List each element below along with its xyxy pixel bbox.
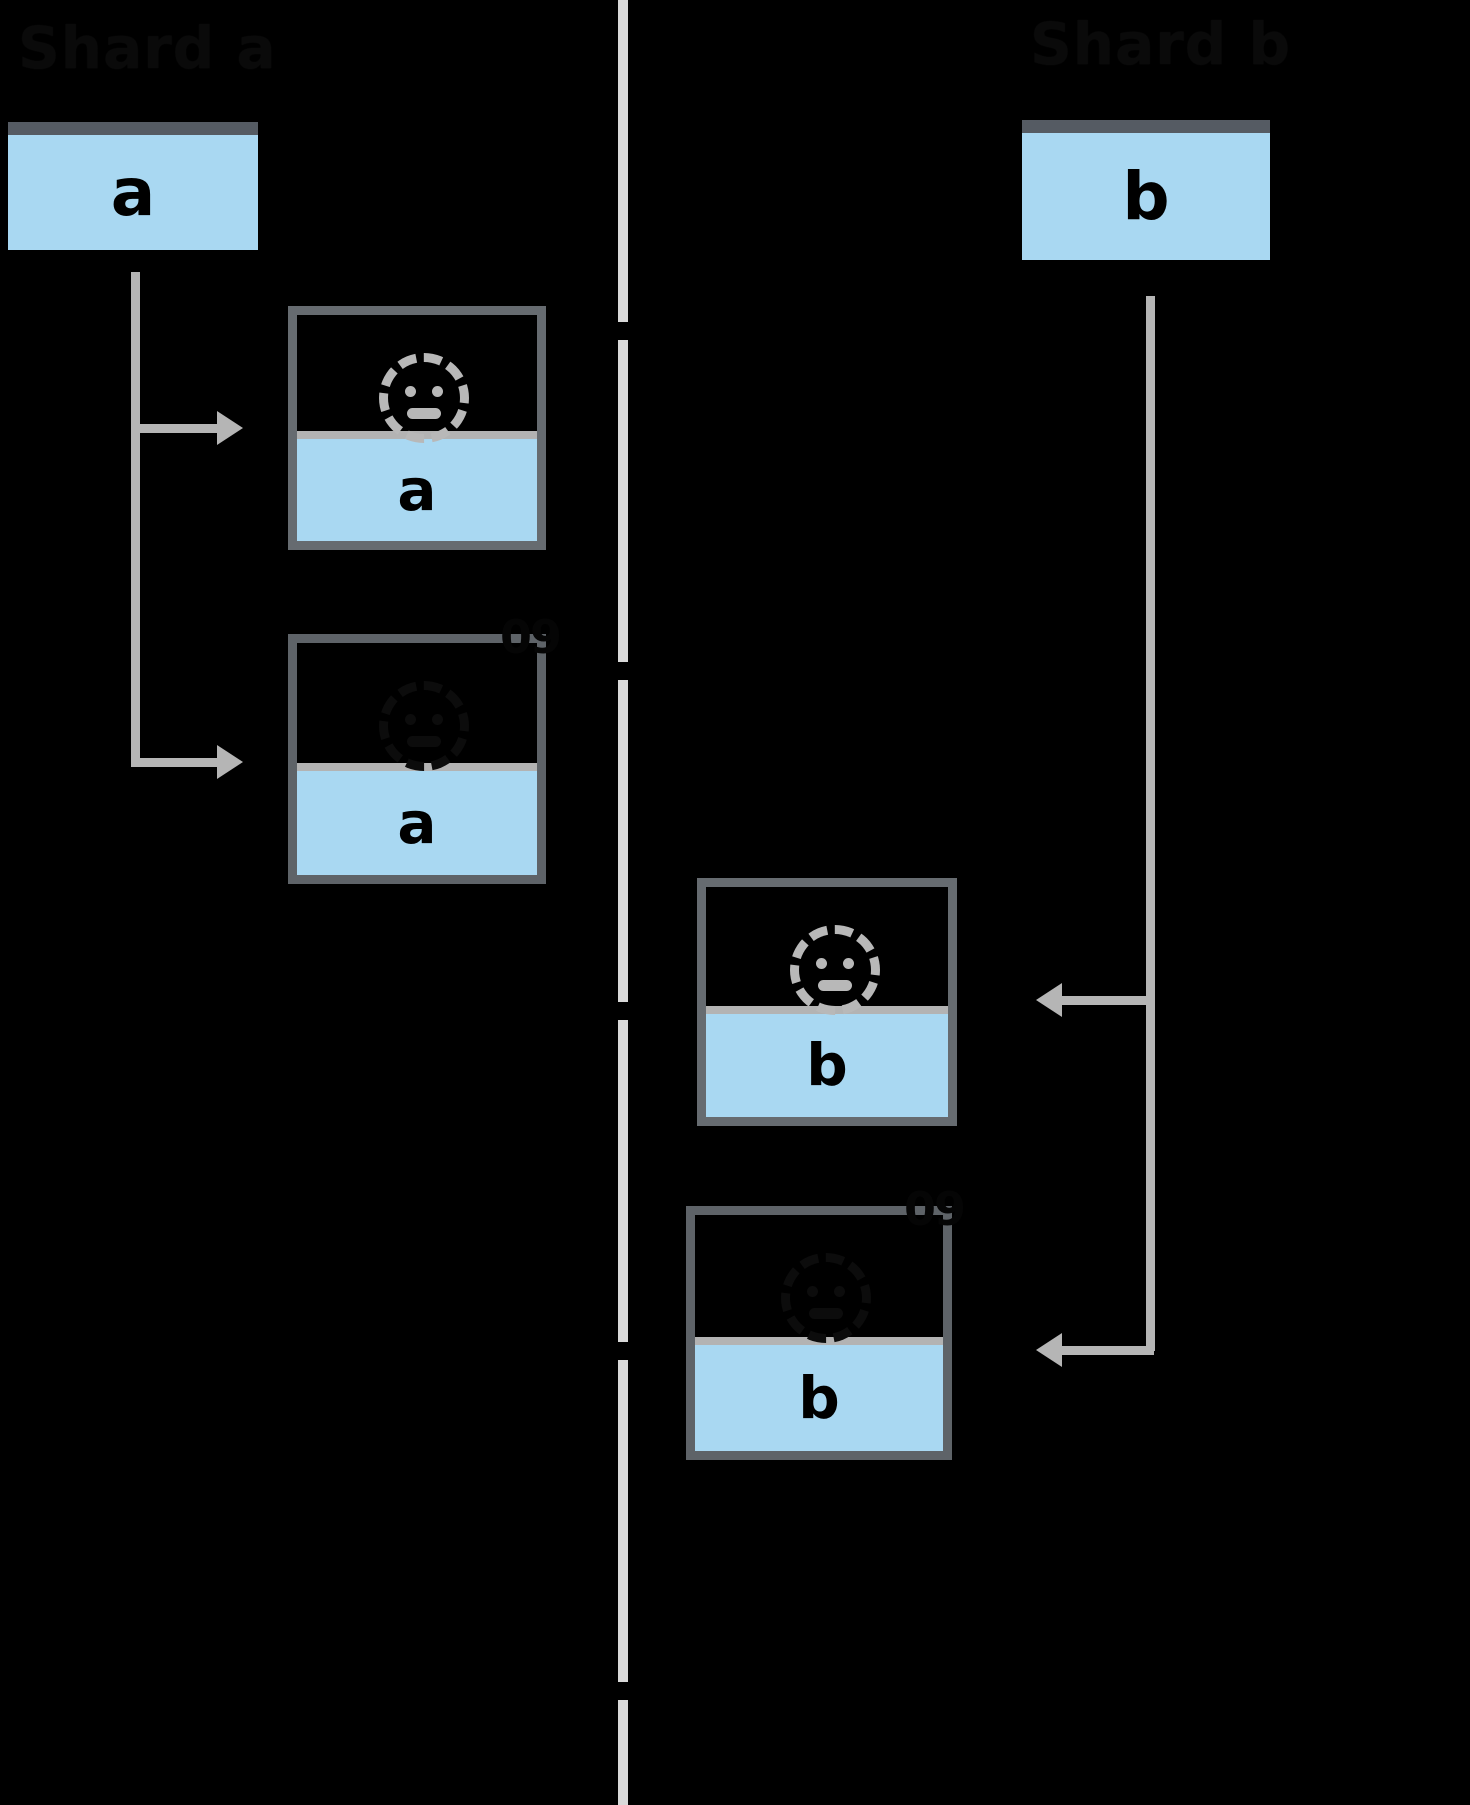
column-title-left: Shard a (18, 14, 277, 82)
shard-card-b-2-label: b (798, 1363, 840, 1432)
dotted-face-icon (379, 681, 469, 771)
connector-left-trunk (131, 272, 140, 767)
connector-right-trunk (1146, 296, 1155, 1351)
shard-card-a-2-header (297, 643, 537, 771)
shard-card-a-2-label: a (397, 788, 437, 857)
dotted-face-icon (379, 353, 469, 443)
shard-card-a-1[interactable]: a (288, 306, 546, 550)
shard-card-b-2-header (695, 1215, 943, 1345)
connector-right-branch-1 (1062, 996, 1154, 1005)
shard-card-b-2-badge: 09 (903, 1182, 966, 1236)
dotted-face-icon (781, 1253, 871, 1343)
shard-card-b-1-header (706, 887, 948, 1015)
connector-right-branch-2 (1062, 1346, 1154, 1355)
source-box-a[interactable]: a (8, 122, 258, 250)
connector-left-arrowhead-2 (217, 745, 243, 779)
connector-right-arrowhead-1 (1036, 983, 1062, 1017)
source-box-b[interactable]: b (1022, 120, 1270, 260)
column-title-right: Shard b (1030, 10, 1292, 78)
dotted-face-icon (790, 925, 880, 1015)
shard-card-b-1[interactable]: b (697, 878, 957, 1126)
shard-card-a-1-body: a (297, 439, 537, 541)
connector-left-branch-2 (131, 758, 223, 767)
connector-left-branch-1 (131, 424, 223, 433)
shard-card-b-2[interactable]: b (686, 1206, 952, 1460)
shard-card-b-2-body: b (695, 1344, 943, 1451)
source-box-b-label: b (1122, 157, 1170, 235)
connector-right-arrowhead-2 (1036, 1333, 1062, 1367)
shard-card-b-1-body: b (706, 1013, 948, 1117)
shard-card-a-2-badge: 09 (499, 610, 562, 664)
source-box-a-label: a (110, 153, 156, 231)
shard-card-a-2[interactable]: a (288, 634, 546, 884)
shard-card-a-1-header (297, 315, 537, 443)
shard-card-a-2-body: a (297, 770, 537, 875)
column-divider (618, 0, 628, 1805)
connector-left-arrowhead-1 (217, 411, 243, 445)
shard-card-b-1-label: b (806, 1031, 848, 1100)
shard-card-a-1-label: a (397, 456, 437, 525)
